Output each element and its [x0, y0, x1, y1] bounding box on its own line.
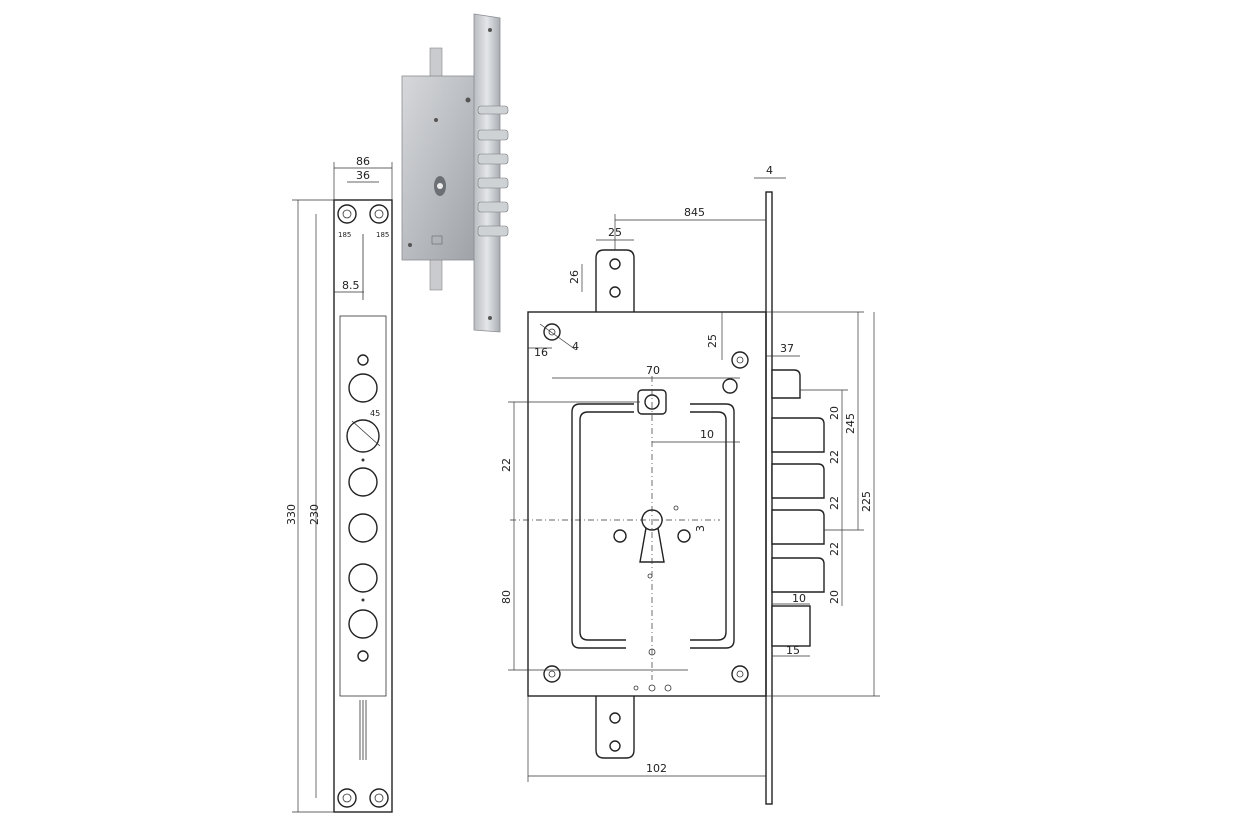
dim-screw-right: 185 — [376, 231, 389, 239]
dim-bolt-projection: 37 — [780, 342, 794, 355]
dim-handle-to-edge: 10 — [700, 428, 714, 441]
dim-bolt-spacing-2: 22 — [828, 450, 841, 464]
dim-screw-left: 185 — [338, 231, 351, 239]
dim-top-outer: 86 — [356, 155, 370, 168]
dim-chamfer: 4 — [572, 340, 579, 353]
dim-bolt-spacing-3: 22 — [828, 496, 841, 510]
dim-bolt-spacing-5: 20 — [828, 590, 841, 604]
dim-tab-height: 26 — [568, 270, 581, 284]
dim-thickness: 4 — [766, 164, 773, 177]
dim-pitch-upper: 22 — [500, 458, 513, 472]
dim-overall-height: 330 — [285, 504, 298, 525]
dim-bolt-spacing-4: 22 — [828, 542, 841, 556]
product-photo — [401, 13, 509, 333]
side-view: 4 845 25 26 25 16 4 37 70 10 22 80 3 20 … — [500, 164, 880, 805]
deadbolts — [771, 369, 825, 647]
photo-bolts — [477, 105, 509, 237]
faceplate-view: 86 36 185 185 8.5 45 330 230 — [285, 155, 393, 813]
faceplate-top-screws — [337, 204, 389, 224]
dim-tab-width: 25 — [608, 226, 622, 239]
dim-key-to-handle: 70 — [646, 364, 660, 377]
dim-keyhole-offset: 3 — [694, 525, 707, 532]
dim-case-width: 102 — [646, 762, 667, 775]
dim-total-span: 225 — [860, 491, 873, 512]
dim-latch-length: 15 — [786, 644, 800, 657]
dim-offset: 8.5 — [342, 279, 360, 292]
dim-hole-offset-h: 16 — [534, 346, 548, 359]
dim-pitch-lower: 80 — [500, 590, 513, 604]
faceplate-bolt-holes — [346, 354, 380, 662]
dim-hole-offset-v: 25 — [706, 334, 719, 348]
dim-backset: 845 — [684, 206, 705, 219]
dim-top-inner: 36 — [356, 169, 370, 182]
dim-latch-offset: 10 — [792, 592, 806, 605]
dim-bolt-span: 245 — [844, 413, 857, 434]
dim-inner-height: 230 — [308, 504, 321, 525]
dim-bolt-spacing-1: 20 — [828, 406, 841, 420]
faceplate-bottom-screws — [337, 788, 389, 808]
dim-angle: 45 — [370, 409, 380, 418]
